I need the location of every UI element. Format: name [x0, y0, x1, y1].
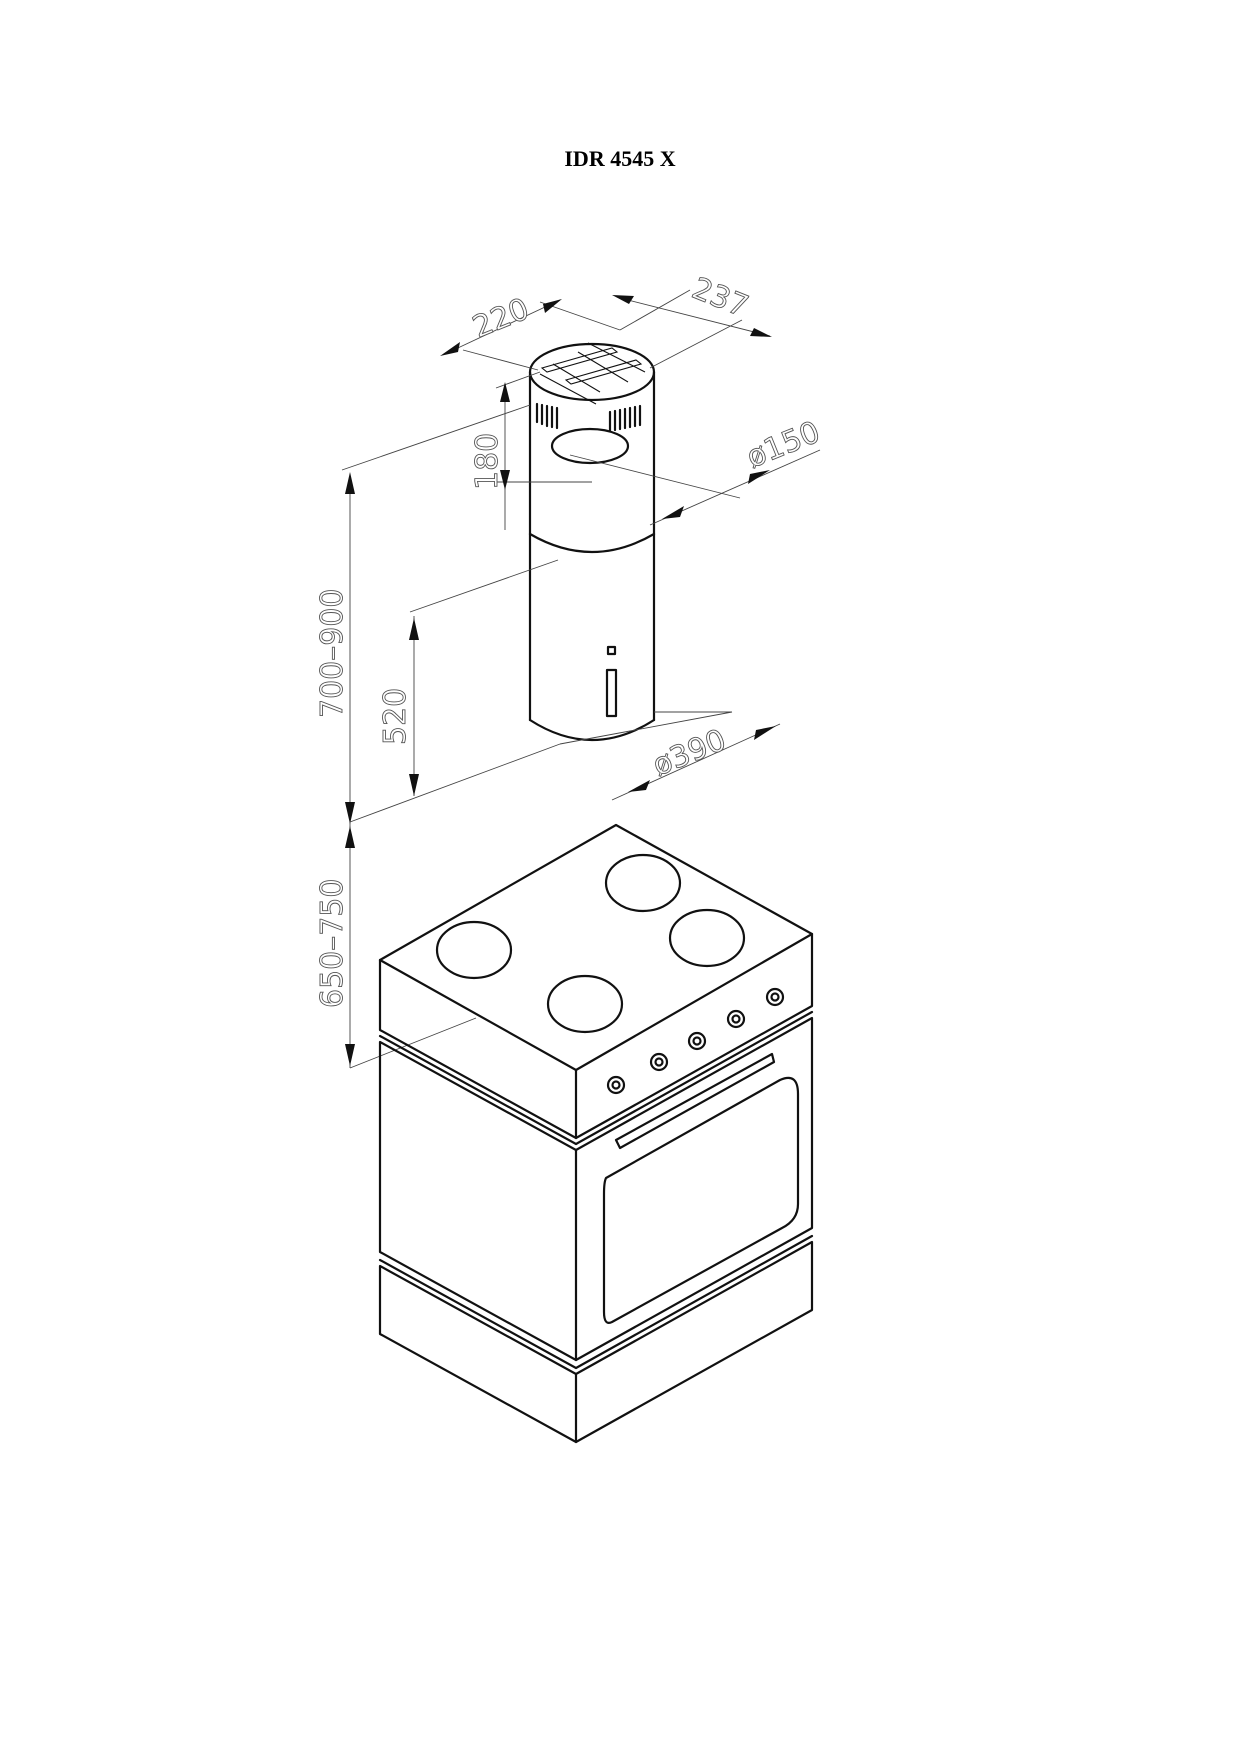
indicator-dot: [606, 645, 617, 656]
dim-body-height: 520: [378, 688, 413, 745]
oven-window: [602, 1076, 800, 1324]
drawing-title: IDR 4545 X: [564, 146, 676, 171]
air-outlet-opening: [550, 427, 630, 465]
oven-front: [574, 1016, 814, 1362]
drawer-side: [378, 1264, 578, 1444]
hood-bottom-edge: [528, 718, 656, 742]
hob-top: [378, 823, 814, 1072]
indicator-bar: [605, 668, 618, 718]
dim-hood-height-range: 700–900: [315, 588, 350, 718]
vent-grille-left: [535, 402, 559, 430]
chimney-bottom-edge: [528, 532, 656, 554]
cooker-hood: [528, 342, 656, 742]
oven-door-handle: [614, 1052, 776, 1150]
dim-body-diameter: ø390: [648, 723, 731, 784]
vent-grille-right: [608, 404, 642, 432]
dim-top-width: 220: [468, 292, 534, 346]
dim-cooker-height-range: 650–750: [315, 878, 350, 1008]
control-knobs: [606, 987, 785, 1095]
burner-right: [668, 908, 746, 968]
dimension-labels: 220 237 180 ø150 520 ø390 700–900 650–75…: [315, 271, 826, 1009]
burner-front: [546, 974, 624, 1034]
burner-back: [604, 853, 682, 913]
dim-chimney-height: 180: [470, 433, 505, 490]
drawer-front: [574, 1240, 814, 1444]
dim-top-depth: 237: [687, 271, 753, 325]
dimension-lines: [341, 289, 821, 1069]
cooker: [378, 823, 814, 1444]
mounting-bracket: [539, 342, 646, 405]
burner-left: [435, 920, 513, 980]
